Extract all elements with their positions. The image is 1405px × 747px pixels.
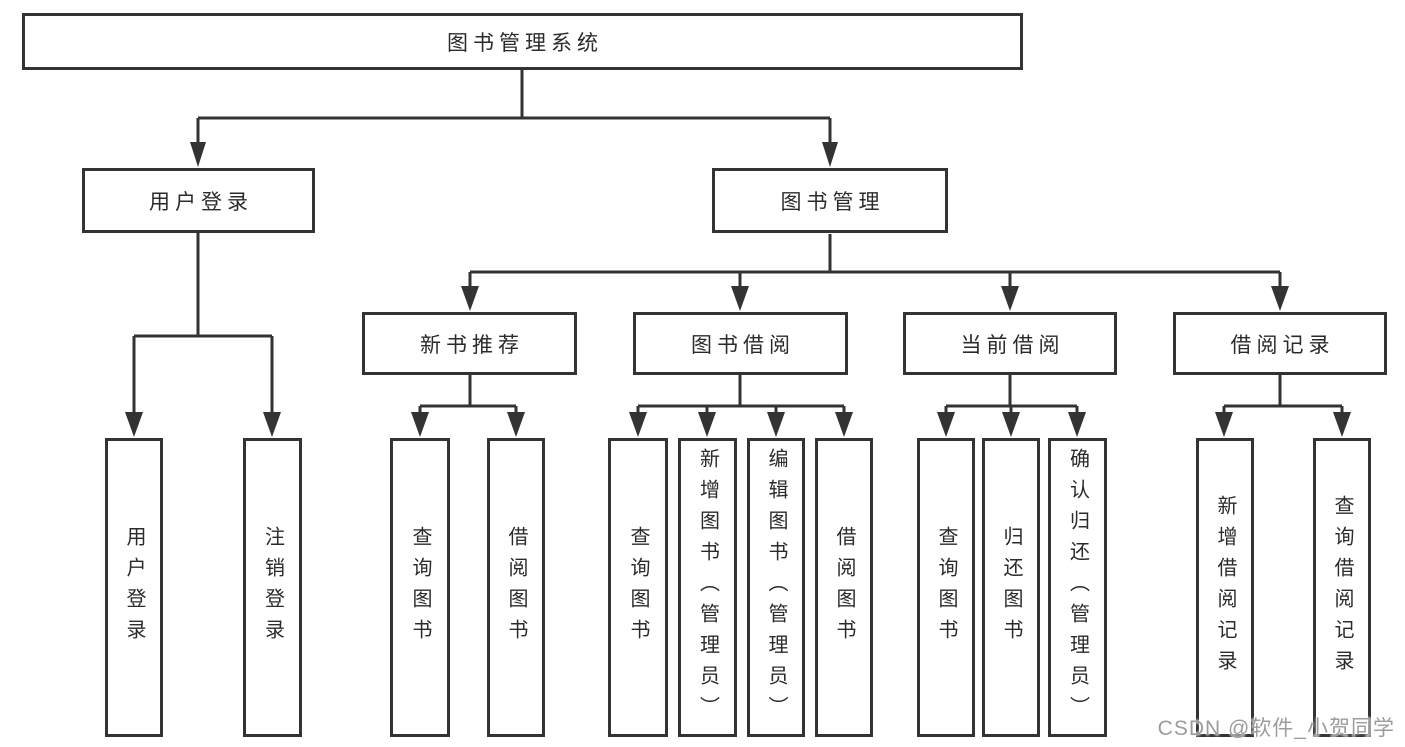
node-borrowing-records: 借阅记录 [1173,312,1387,375]
node-book-management: 图书管理 [712,168,948,233]
node-current-borrowing: 当前借阅 [903,312,1117,375]
node-label: 当前借阅 [960,333,1065,357]
leaf-query-books-borrowing: 查询图书 [608,438,668,737]
leaf-return-books: 归还图书 [982,438,1040,737]
node-label: 用户登录 [149,190,253,214]
leaf-borrow-books-recommend: 借阅图书 [487,438,545,737]
node-label: 归还图书 [1000,525,1022,650]
node-label: 查询借阅记录 [1331,494,1353,681]
leaf-add-book-admin: 新增图书（管理员） [678,438,737,737]
leaf-confirm-return-admin: 确认归还（管理员） [1048,438,1107,737]
leaf-user-login: 用户登录 [105,438,163,737]
leaf-edit-book-admin: 编辑图书（管理员） [747,438,805,737]
node-label: 图书管理 [780,190,885,214]
node-label: 查询图书 [935,525,957,650]
node-label: 新增图书（管理员） [696,448,719,727]
leaf-query-books-current: 查询图书 [917,438,975,737]
node-label: 编辑图书（管理员） [765,448,787,727]
node-book-borrowing: 图书借阅 [633,312,848,375]
node-label: 注销登录 [261,525,284,650]
node-label: 用户登录 [123,525,145,650]
csdn-watermark: CSDN @软件_小贺同学 [1157,717,1395,740]
node-label: 借阅图书 [833,525,855,650]
leaf-add-borrow-record: 新增借阅记录 [1196,438,1254,737]
node-label: 借阅记录 [1230,333,1335,357]
node-library-management-system: 图书管理系统 [22,13,1023,70]
node-user-login: 用户登录 [82,168,315,233]
leaf-borrow-books-borrowing: 借阅图书 [815,438,873,737]
node-new-book-recommendation: 新书推荐 [362,312,577,375]
node-label: 图书管理系统 [447,31,603,55]
node-label: 查询图书 [627,525,649,650]
leaf-logout: 注销登录 [243,438,302,737]
leaf-query-books-recommend: 查询图书 [390,438,450,737]
node-label: 查询图书 [409,525,431,650]
node-label: 图书借阅 [691,333,795,357]
node-label: 借阅图书 [505,525,527,650]
node-label: 确认归还（管理员） [1066,448,1089,727]
node-label: 新增借阅记录 [1214,494,1236,681]
leaf-query-borrow-record: 查询借阅记录 [1313,438,1371,737]
node-label: 新书推荐 [420,333,524,357]
